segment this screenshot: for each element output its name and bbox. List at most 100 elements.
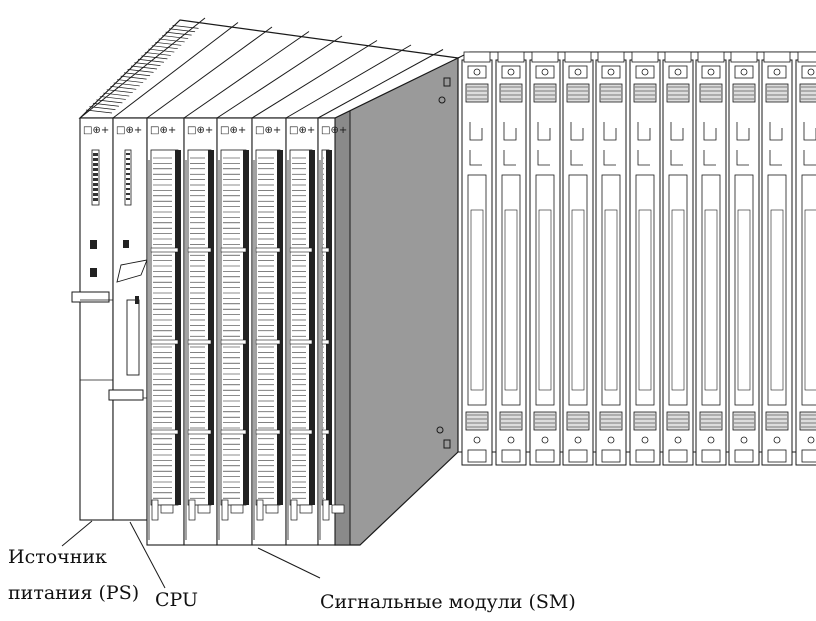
rear-lower-screw (467, 449, 487, 463)
top-rib (103, 92, 130, 97)
ps-label-mark (93, 188, 98, 191)
sm-band (289, 339, 313, 345)
rear-lower-screw-head (707, 436, 715, 444)
sm-dark-rail (175, 150, 181, 505)
module-status-glyphs: □⊕+ (116, 125, 142, 136)
module-status-glyphs: □⊕+ (289, 125, 315, 136)
rear-lower-terminal (732, 411, 756, 431)
sm-band (187, 429, 212, 435)
signal-module: □⊕+ (317, 117, 347, 546)
sm-band (255, 247, 281, 253)
sm-band (220, 429, 247, 435)
ps-label-line2: питания (PS) (8, 582, 140, 604)
rear-hook-lower (637, 150, 650, 166)
sm-band (255, 429, 281, 435)
rear-slot-window (701, 174, 721, 406)
sm-bottom-tab (256, 499, 264, 521)
cpu-memory-slot (126, 299, 140, 376)
sm-band (255, 339, 281, 345)
rear-module (529, 51, 561, 466)
sm-bottom-tab (151, 499, 159, 521)
ps-label-mark (93, 153, 98, 156)
rear-upper-terminal (566, 83, 590, 103)
rear-module-top-cap (597, 51, 625, 63)
top-rib (106, 89, 133, 94)
rear-lower-screw-head (807, 436, 815, 444)
rear-upper-terminal (499, 83, 523, 103)
rear-lower-terminal (765, 411, 789, 431)
power-supply-module: □⊕+ (71, 117, 114, 521)
sm-band (220, 339, 247, 345)
rear-lower-screw-head (507, 436, 515, 444)
top-seam (317, 49, 444, 119)
rear-lower-screw (734, 449, 754, 463)
top-rib (155, 41, 182, 46)
sm-dark-rail (277, 150, 283, 505)
rear-lower-terminal (699, 411, 723, 431)
cpu-label-mark (126, 153, 130, 155)
rear-upper-screw (767, 65, 787, 79)
rear-lower-screw-head (607, 436, 615, 444)
cpu-label-mark (126, 173, 130, 175)
top-seam (112, 22, 239, 119)
cpu-label-mark (126, 158, 130, 160)
rear-hook-lower (769, 150, 782, 166)
sm-dark-rail (208, 150, 214, 505)
rear-slot-inner (770, 209, 784, 391)
cpu-label-mark (126, 198, 130, 200)
rear-lower-screw-head (674, 436, 682, 444)
top-seam (285, 44, 412, 119)
top-rib (89, 106, 116, 110)
rear-lower-terminal (499, 411, 523, 431)
rear-lower-screw (501, 449, 521, 463)
rear-lower-screw (668, 449, 688, 463)
rear-lower-terminal (599, 411, 623, 431)
rear-hook-lower (469, 150, 482, 166)
rear-hook-upper (603, 122, 617, 141)
rear-upper-screw (734, 65, 754, 79)
signal-modules-label: Сигнальные модули (SM) (320, 591, 576, 613)
module-status-glyphs: □⊕+ (255, 125, 281, 136)
rear-module-top-cap (797, 51, 816, 63)
top-rib (110, 85, 137, 90)
rear-upper-terminal (465, 83, 489, 103)
sm-front-cover (187, 149, 212, 506)
rear-hook-lower (570, 150, 583, 166)
rear-hook-upper (769, 122, 783, 141)
sm-bottom-tab (188, 499, 196, 521)
cpu-module: □⊕+ (108, 117, 148, 521)
rear-upper-terminal (599, 83, 623, 103)
rear-upper-screw (501, 65, 521, 79)
top-rib (127, 69, 154, 73)
top-rib (134, 62, 161, 66)
cpu-label-mark (126, 178, 130, 180)
module-status-glyphs: □⊕+ (187, 125, 213, 136)
rear-module (662, 51, 694, 466)
rear-slot-window (668, 174, 688, 406)
rear-lower-screw-head (473, 436, 481, 444)
rear-slot-window (568, 174, 588, 406)
rear-slot-inner (671, 209, 685, 391)
sm-band (289, 247, 313, 253)
module-status-glyphs: □⊕+ (321, 125, 347, 136)
rear-upper-screw-head (473, 68, 481, 76)
ps-label-mark (93, 158, 98, 161)
rear-module-top-cap (763, 51, 791, 63)
sm-bottom-label (265, 504, 279, 514)
sm-bottom-tab (322, 499, 330, 521)
signal-module: □⊕+ (146, 117, 185, 546)
ps-label-mark (93, 193, 98, 196)
ps-label-mark (93, 183, 98, 186)
rear-upper-terminal (732, 83, 756, 103)
rear-rack (457, 51, 816, 466)
ps-label-mark (93, 163, 98, 166)
rear-lower-screw (801, 449, 816, 463)
rear-slot-inner (737, 209, 751, 391)
rear-module-top-cap (664, 51, 692, 63)
rear-lower-screw (701, 449, 721, 463)
top-rib (158, 38, 185, 43)
rear-upper-terminal (699, 83, 723, 103)
rear-module-top-cap (564, 51, 592, 63)
rear-upper-screw-head (807, 68, 815, 76)
